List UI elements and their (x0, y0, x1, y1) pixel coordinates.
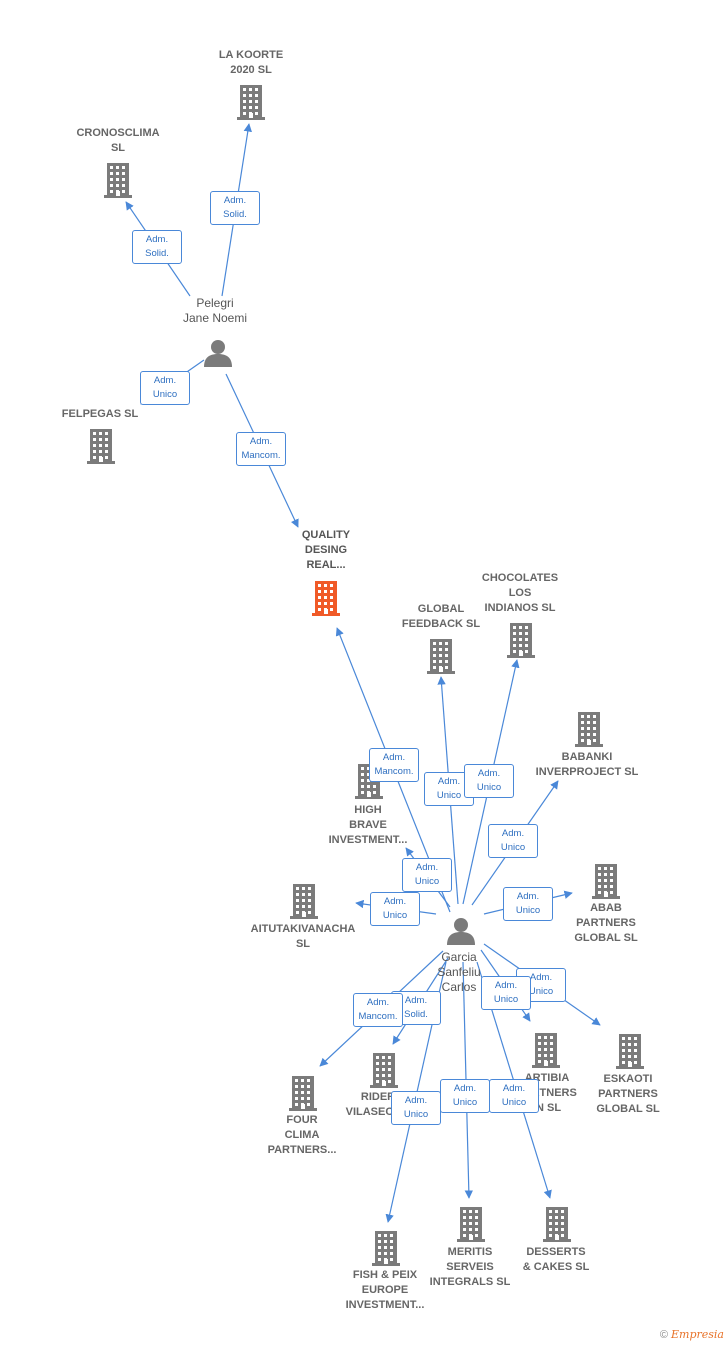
role-badge-garcia-babanki[interactable]: Adm. Unico (488, 824, 538, 858)
chocolates-building-icon[interactable] (505, 622, 537, 658)
role-badge-garcia-meritis[interactable]: Adm. Unico (440, 1079, 490, 1113)
brand-logo[interactable]: Empresia (671, 1328, 724, 1341)
role-badge-garcia-abab[interactable]: Adm. Unico (503, 887, 553, 921)
role-badge-pelegri-felpegas[interactable]: Adm. Unico (140, 371, 190, 405)
abab-label: ABAB PARTNERS GLOBAL SL (574, 902, 638, 944)
role-badge-garcia-aitutaki[interactable]: Adm. Unico (370, 892, 420, 926)
role-badge-garcia-high[interactable]: Adm. Unico (402, 858, 452, 892)
role-badge-pelegri-quality[interactable]: Adm. Mancom. (236, 432, 286, 466)
cronosclima-building-icon[interactable] (102, 162, 134, 198)
aitutaki-building-icon[interactable] (288, 883, 320, 919)
lakoorte-building-icon[interactable] (235, 84, 267, 120)
artibia-building-icon[interactable] (530, 1032, 562, 1068)
chocolates-label: CHOCOLATES LOS INDIANOS SL (481, 572, 559, 614)
role-badge-garcia-chocolates[interactable]: Adm. Unico (464, 764, 514, 798)
rider-building-icon[interactable] (368, 1052, 400, 1088)
garcia-label: Garcia Sanfeliu Carlos (437, 950, 481, 994)
copyright-symbol: © (659, 1329, 668, 1341)
lakoorte-label: LA KOORTE 2020 SL (218, 49, 284, 76)
role-badge-garcia-artibia[interactable]: Adm. Unico (481, 976, 531, 1010)
felpegas-building-icon[interactable] (85, 428, 117, 464)
global-label: GLOBAL FEEDBACK SL (401, 603, 481, 630)
desserts-building-icon[interactable] (541, 1206, 573, 1242)
quality-building-icon[interactable] (310, 580, 342, 616)
pelegri-label: Pelegri Jane Noemi (182, 296, 248, 325)
babanki-label: BABANKI INVERPROJECT SL (535, 751, 639, 778)
eskaoti-label: ESKAOTI PARTNERS GLOBAL SL (596, 1073, 660, 1115)
felpegas-label: FELPEGAS SL (61, 408, 139, 420)
role-badge-pelegri-cronosclima[interactable]: Adm. Solid. (132, 230, 182, 264)
global-building-icon[interactable] (425, 638, 457, 674)
four-building-icon[interactable] (287, 1075, 319, 1111)
meritis-building-icon[interactable] (455, 1206, 487, 1242)
eskaoti-building-icon[interactable] (614, 1033, 646, 1069)
garcia-person-icon[interactable] (446, 916, 476, 946)
high-label: HIGH BRAVE INVESTMENT... (328, 804, 408, 846)
role-badge-garcia-fish[interactable]: Adm. Unico (391, 1091, 441, 1125)
role-badge-garcia-desserts[interactable]: Adm. Unico (489, 1079, 539, 1113)
credit: © Empresia (660, 1328, 724, 1341)
four-label: FOUR CLIMA PARTNERS... (267, 1114, 337, 1156)
babanki-building-icon[interactable] (573, 711, 605, 747)
desserts-label: DESSERTS & CAKES SL (522, 1246, 590, 1273)
role-badge-garcia-quality[interactable]: Adm. Mancom. (369, 748, 419, 782)
pelegri-person-icon[interactable] (203, 338, 233, 368)
role-badge-garcia-four[interactable]: Adm. Mancom. (353, 993, 403, 1027)
fish-label: FISH & PEIX EUROPE INVESTMENT... (345, 1269, 425, 1311)
role-badge-pelegri-lakoorte[interactable]: Adm. Solid. (210, 191, 260, 225)
cronosclima-label: CRONOSCLIMA SL (76, 127, 160, 154)
aitutaki-label: AITUTAKIVANACHA SL (250, 923, 356, 950)
quality-label: QUALITY DESING REAL... (301, 529, 351, 571)
abab-building-icon[interactable] (590, 863, 622, 899)
fish-building-icon[interactable] (370, 1230, 402, 1266)
meritis-label: MERITIS SERVEIS INTEGRALS SL (429, 1246, 511, 1288)
